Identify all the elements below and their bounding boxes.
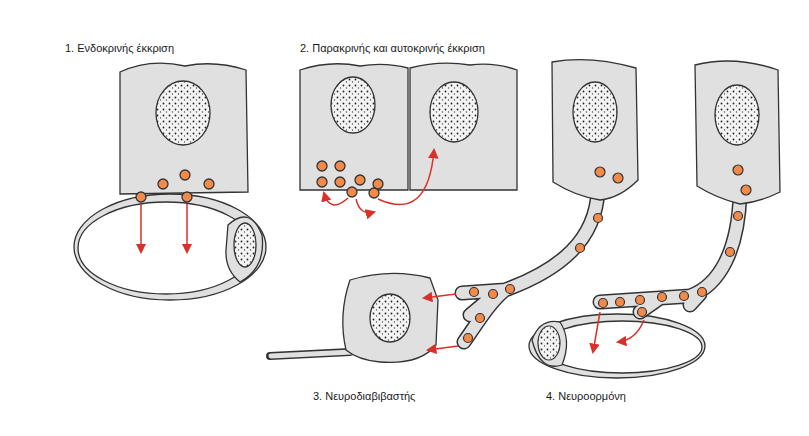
label-anchor: 2. Παρακρινής και αυτοκρινής έκκριση	[300, 38, 485, 56]
capillary-wall	[74, 194, 266, 300]
capillary-wall	[529, 314, 705, 378]
nucleus	[156, 81, 210, 145]
nucleus	[715, 85, 759, 145]
secretion-arrows	[141, 204, 187, 252]
paracrine-panel	[300, 63, 517, 213]
label-anchor: 3. Νευροδιαβιβαστής	[313, 386, 415, 404]
nucleus	[331, 77, 375, 133]
release-arrows	[593, 312, 644, 352]
endothelial-cell	[532, 321, 567, 366]
release-arrows	[424, 294, 458, 350]
label-anchor: 1. Ενδοκρινής έκκριση	[65, 38, 174, 56]
neurohormone-panel	[529, 61, 780, 378]
panel-label: 3. Νευροδιαβιβαστής	[313, 390, 415, 402]
vesicles	[599, 165, 752, 317]
panel-label: 2. Παρακρινής και αυτοκρινής έκκριση	[300, 42, 485, 54]
nucleus	[234, 223, 256, 267]
panel-label: 4. Νευροορμόνη	[546, 390, 626, 402]
target-cell	[410, 63, 517, 190]
vesicles	[317, 161, 383, 198]
vesicles	[136, 170, 214, 202]
neuron-body	[552, 60, 638, 200]
nucleus	[573, 82, 617, 142]
endocrine-cell	[120, 63, 248, 194]
label-anchor: 4. Νευροορμόνη	[546, 386, 626, 404]
panel-label: 1. Ενδοκρινής έκκριση	[65, 42, 174, 54]
secretion-arrows	[324, 150, 434, 213]
axon	[600, 195, 740, 312]
postsynaptic-neuron	[343, 273, 438, 362]
nucleus	[370, 294, 410, 342]
neurosecretory-cell	[695, 61, 780, 204]
endothelial-cell	[226, 217, 263, 282]
endocrine-panel	[74, 63, 266, 300]
secreting-cell	[300, 64, 408, 190]
nucleus	[538, 326, 560, 360]
nucleus	[430, 82, 478, 142]
